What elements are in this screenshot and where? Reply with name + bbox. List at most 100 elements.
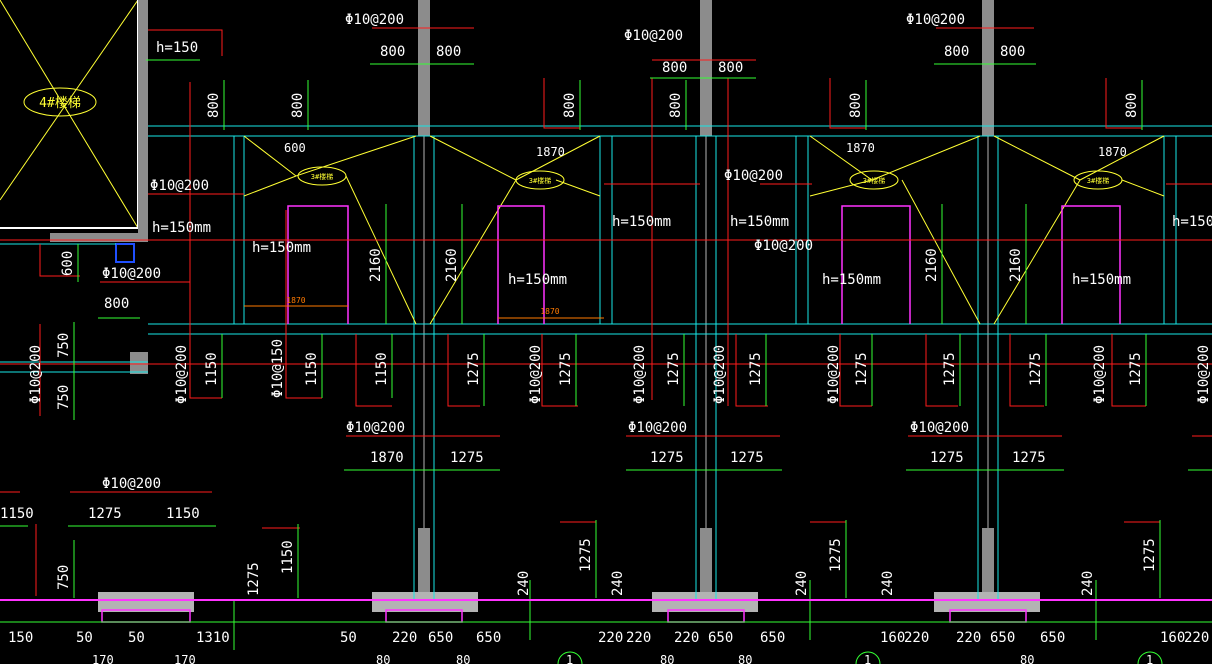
wall-stub	[130, 352, 148, 374]
opening-dim: 1870	[286, 296, 305, 305]
wall-col-3-top	[982, 0, 994, 136]
vdim-label: 1275	[1142, 538, 1158, 572]
rebar-label: Φ10@200	[628, 420, 687, 436]
slab-thickness: h=150mm	[508, 272, 567, 288]
bottom-dim: 650	[428, 630, 453, 646]
dim-label: 800	[662, 60, 687, 76]
bottom-dim: 170	[174, 653, 196, 664]
opening-dim: 1870	[540, 307, 559, 316]
bottom-dim: 50	[340, 630, 357, 646]
dim-label: 1275	[450, 450, 484, 466]
bottom-dim: 650	[476, 630, 501, 646]
dim-label: 1150	[0, 506, 34, 522]
dim-label: 1275	[650, 450, 684, 466]
slab-thickness: h=150mm	[612, 214, 671, 230]
dim-label: 800	[1000, 44, 1025, 60]
bottom-dim: 80	[376, 653, 390, 664]
structure-layer: 4#楼梯	[0, 0, 1040, 623]
vdim-label: 1275	[854, 352, 870, 386]
dim-label: 600	[284, 141, 306, 155]
stair-label: 4#楼梯	[39, 96, 81, 111]
vdim-label: 800	[290, 93, 306, 118]
vdim-label: 750	[56, 385, 72, 410]
vdim-label: 600	[60, 251, 76, 276]
rebar-label: Φ10@200	[102, 476, 161, 492]
dim-label: 800	[718, 60, 743, 76]
bottom-dim: 650	[990, 630, 1015, 646]
dim-label: 1870	[1098, 145, 1127, 159]
axis-bubble-label: 1	[1146, 653, 1153, 664]
footings	[98, 592, 1040, 612]
bottom-dim: 220	[626, 630, 651, 646]
vdim-label: 1275	[578, 538, 594, 572]
vrebar-label: Φ10@200	[1196, 345, 1212, 404]
dim-label: 800	[944, 44, 969, 60]
vdim-label: 2160	[924, 248, 940, 282]
bottom-dim: 220	[674, 630, 699, 646]
wall-left-vertical	[138, 0, 148, 242]
vdim-label: 750	[56, 565, 72, 590]
wall-col-2-bottom	[700, 528, 712, 600]
vdim-label: 800	[206, 93, 222, 118]
bottom-dim: 150	[8, 630, 33, 646]
vdim-label: 240	[516, 571, 532, 596]
bottom-dim: 170	[92, 653, 114, 664]
rebar-label: Φ10@200	[150, 178, 209, 194]
opening-tag: 3#楼梯	[1087, 176, 1109, 185]
dim-label: 1870	[846, 141, 875, 155]
vdim-label: 800	[668, 93, 684, 118]
vdim-label: 240	[610, 571, 626, 596]
vdim-label: 1275	[1028, 352, 1044, 386]
bottom-dim: 80	[456, 653, 470, 664]
dim-label: 1275	[730, 450, 764, 466]
vdim-label: 240	[880, 571, 896, 596]
rebar-label: Φ10@200	[102, 266, 161, 282]
vertical-labels: 800 800 800 800 800 800 600 2160 2160 21…	[28, 93, 1212, 596]
vrebar-label: Φ10@200	[174, 345, 190, 404]
rebar-label: Φ10@200	[906, 12, 965, 28]
bottom-dim: 160	[1160, 630, 1185, 646]
footing-4	[934, 592, 1040, 612]
openings: 3#楼梯 3#楼梯 3#楼梯 3#楼梯 1870 1870	[243, 135, 1165, 325]
vrebar-label: Φ10@200	[28, 345, 44, 404]
dim-label: 800	[104, 296, 129, 312]
bottom-dim: 650	[760, 630, 785, 646]
rebar-label: Φ10@200	[910, 420, 969, 436]
bottom-dim: 650	[708, 630, 733, 646]
vdim-label: 1275	[558, 352, 574, 386]
vdim-label: 1275	[246, 562, 262, 596]
vdim-label: 1275	[748, 352, 764, 386]
bottom-dim: 220	[956, 630, 981, 646]
axis-bubble-label: 1	[566, 653, 573, 664]
slab-thickness: h=150mm	[1072, 272, 1131, 288]
grid-lines	[0, 125, 1212, 600]
vrebar-label: Φ10@200	[712, 345, 728, 404]
vdim-label: 1150	[280, 540, 296, 574]
bottom-dim: 160	[880, 630, 905, 646]
vrebar-label: Φ10@200	[826, 345, 842, 404]
bottom-dim: 220	[1184, 630, 1209, 646]
bottom-dim: 80	[1020, 653, 1034, 664]
opening-tag: 3#楼梯	[311, 172, 333, 181]
wall-col-1-bottom	[418, 528, 430, 600]
vdim-label: 2160	[368, 248, 384, 282]
slab-thickness: h=150mm	[152, 220, 211, 236]
dim-label: 1275	[1012, 450, 1046, 466]
slab-thickness: h=150mm	[822, 272, 881, 288]
dimension-lines	[0, 59, 1212, 664]
bottom-dim: 220	[598, 630, 623, 646]
footing-3	[652, 592, 758, 612]
slab-thickness: h=150mm	[252, 240, 311, 256]
vdim-label: 240	[1080, 571, 1096, 596]
bottom-dim: 220	[904, 630, 929, 646]
wall-col-2-top	[700, 0, 712, 136]
axis-bubble-label: 1	[864, 653, 871, 664]
wall-col-3-bottom	[982, 528, 994, 600]
rebar-label: Φ10@200	[754, 238, 813, 254]
rebar-label: Φ10@200	[346, 420, 405, 436]
rebar-label: Φ10@200	[345, 12, 404, 28]
dim-label: 1870	[370, 450, 404, 466]
vdim-label: 2160	[1008, 248, 1024, 282]
vrebar-label: Φ10@200	[632, 345, 648, 404]
